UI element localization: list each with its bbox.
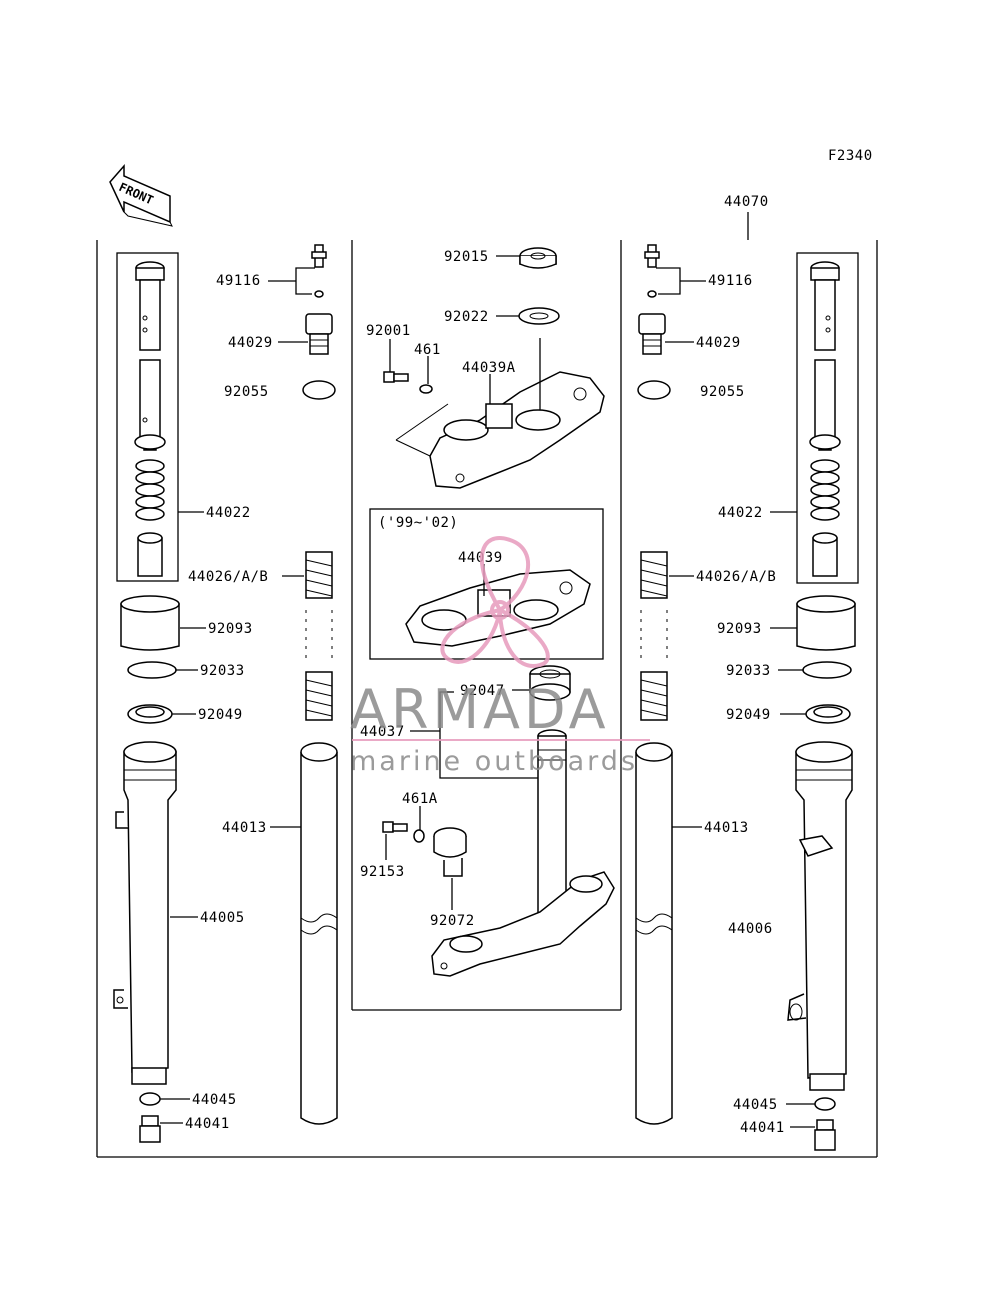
watermark-tagline: marine outboards	[350, 746, 638, 777]
label-44045-left: 44045	[192, 1092, 237, 1108]
outer-tube-left	[113, 741, 177, 1085]
watermark-brand: ARMADA	[350, 678, 610, 741]
cartridge-box-left	[116, 252, 179, 582]
variant-note: ('99~'02)	[378, 515, 458, 531]
label-92033-left: 92033	[200, 663, 245, 679]
clamp-bolt-upper	[383, 371, 433, 394]
watermark: ARMADA marine outboards	[350, 536, 650, 777]
label-44022-left: 44022	[206, 505, 251, 521]
label-92022: 92022	[444, 309, 489, 325]
circlip-right	[802, 661, 852, 679]
damper-rod-left	[135, 261, 165, 451]
label-92055-right: 92055	[700, 384, 745, 400]
piston-right	[812, 532, 838, 577]
label-92001: 92001	[366, 323, 411, 339]
oil-seal-right	[805, 704, 851, 724]
label-461A: 461A	[402, 791, 438, 807]
label-92049-right: 92049	[726, 707, 771, 723]
label-44026-right: 44026/A/B	[696, 569, 776, 585]
label-92093-right: 92093	[717, 621, 762, 637]
rebound-spring-right	[810, 459, 840, 521]
label-44005-left: 44005	[200, 910, 245, 926]
top-plug-left	[305, 313, 333, 355]
rebound-spring-left	[135, 459, 165, 521]
propeller-logo-icon	[440, 536, 550, 668]
right-fork-assembly: 44022 49116 44029 92055 440	[635, 244, 859, 1151]
outer-tube-right	[787, 741, 853, 1091]
label-92049-left: 92049	[198, 707, 243, 723]
assembly-frame	[96, 240, 878, 1158]
cartridge-box-right	[796, 252, 859, 584]
piston-left	[137, 532, 163, 577]
oil-seal-left	[127, 704, 173, 724]
label-92153: 92153	[360, 864, 405, 880]
circlip-left	[127, 661, 177, 679]
washer-left	[139, 1092, 161, 1106]
label-44029-left: 44029	[228, 335, 273, 351]
air-valve-right	[644, 244, 660, 298]
stem-nut	[519, 247, 557, 269]
o-ring-left	[302, 380, 336, 400]
label-44022-right: 44022	[718, 505, 763, 521]
air-valve-left	[311, 244, 327, 298]
fork-spring-left	[305, 551, 333, 721]
bolt-left	[139, 1115, 161, 1143]
figure-code: F2340	[828, 148, 873, 164]
washer-right	[814, 1097, 836, 1111]
top-plug-right	[638, 313, 666, 355]
ring-left	[134, 434, 166, 450]
inner-tube-left	[300, 742, 338, 1125]
dust-seal-left	[120, 595, 180, 651]
label-44006: 44006	[728, 921, 773, 937]
o-ring-right	[637, 380, 671, 400]
label-44013-right: 44013	[704, 820, 749, 836]
clamp-bolt-lower	[382, 821, 425, 843]
label-49116-right: 49116	[708, 273, 753, 289]
fork-spring-right	[640, 551, 668, 721]
damper-rod-right	[810, 261, 840, 451]
cable-clamp	[433, 827, 467, 877]
label-44039A: 44039A	[462, 360, 516, 376]
label-44041-left: 44041	[185, 1116, 230, 1132]
stem-washer	[518, 307, 560, 325]
label-44037: 44037	[360, 724, 405, 740]
label-92033-right: 92033	[726, 663, 771, 679]
label-44029-right: 44029	[696, 335, 741, 351]
upper-bracket	[429, 371, 605, 489]
label-92015: 92015	[444, 249, 489, 265]
dust-seal-right	[796, 595, 856, 651]
variant-box	[369, 508, 604, 660]
label-92055-left: 92055	[224, 384, 269, 400]
steering-bearing	[529, 665, 571, 701]
label-92047: 92047	[460, 683, 505, 699]
steering-stem	[431, 729, 615, 977]
label-44041-right: 44041	[740, 1120, 785, 1136]
ring-right	[809, 434, 841, 450]
label-92093-left: 92093	[208, 621, 253, 637]
label-44045-right: 44045	[733, 1097, 778, 1113]
left-fork-assembly: 44022 49116 44029 92055	[113, 244, 338, 1143]
label-44026-left: 44026/A/B	[188, 569, 268, 585]
label-461: 461	[414, 342, 441, 358]
bolt-right	[814, 1119, 836, 1151]
label-49116-left: 49116	[216, 273, 261, 289]
label-92072: 92072	[430, 913, 475, 929]
front-arrow-icon: FRONT	[109, 164, 173, 227]
assembly-number: 44070	[724, 194, 769, 210]
inner-tube-right	[635, 742, 673, 1125]
label-44013-left: 44013	[222, 820, 267, 836]
